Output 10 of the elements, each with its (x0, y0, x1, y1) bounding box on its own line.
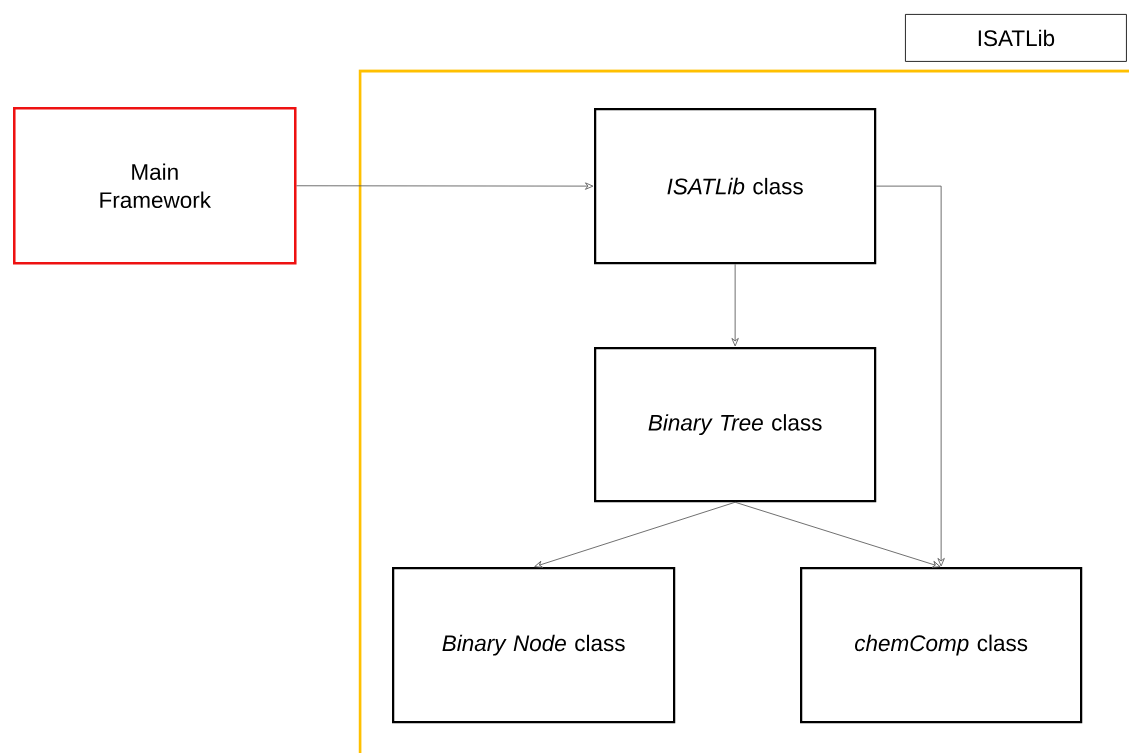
class-box: chemComp class (800, 567, 1083, 724)
arrow (534, 501, 736, 568)
class-box: Binary Node class (392, 567, 676, 724)
arrow (734, 501, 941, 568)
class-box: Binary Tree class (594, 347, 877, 503)
arrow (296, 182, 594, 190)
framework-box: Main Framework (13, 107, 297, 265)
arrow (875, 185, 945, 567)
arrow (731, 263, 739, 347)
class-box: ISATLib class (594, 108, 877, 265)
